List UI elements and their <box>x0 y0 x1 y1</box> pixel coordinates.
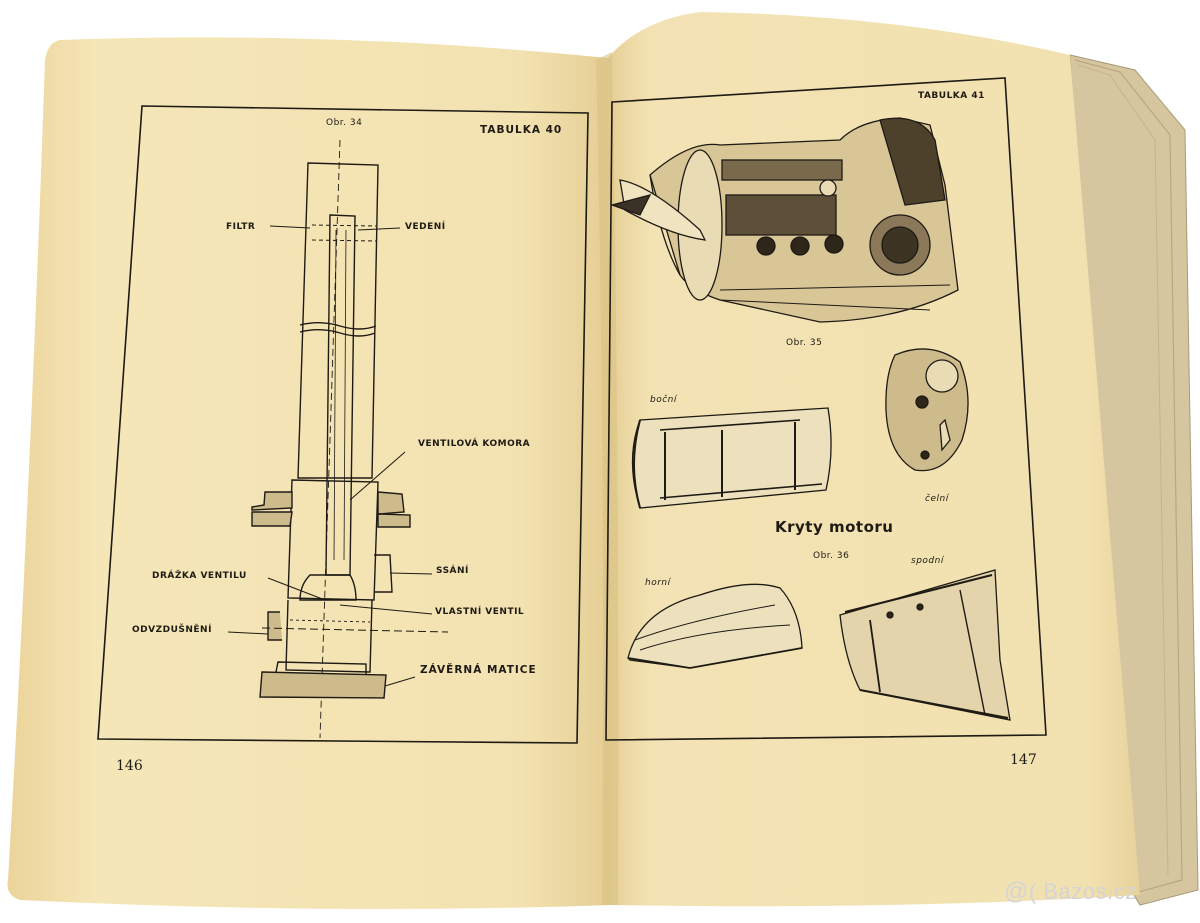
label-vlastni-ventil: VLASTNÍ VENTIL <box>435 607 525 617</box>
label-zaverna-matice: ZÁVĚRNÁ MATICE <box>420 664 537 676</box>
label-ssani: SSÁNÍ <box>436 566 469 576</box>
left-page <box>7 37 612 910</box>
front-cover-illustration <box>885 348 969 472</box>
heading-kryty-motoru: Kryty motoru <box>775 518 894 536</box>
page-number-left: 146 <box>116 758 143 774</box>
figure-36-label: Obr. 36 <box>813 551 850 561</box>
label-spodni: spodní <box>911 556 944 566</box>
watermark: @( Bazos.cz <box>1004 878 1137 906</box>
label-odvzdusneni: ODVZDUŠNĚNÍ <box>132 625 212 635</box>
label-bocni: boční <box>650 395 677 405</box>
valve-diagram <box>251 139 449 739</box>
page-number-right: 147 <box>1010 752 1037 768</box>
left-table-frame <box>97 105 589 744</box>
watermark-text: Bazos.cz <box>1043 879 1137 904</box>
label-ventilova-komora: VENTILOVÁ KOMORA <box>418 439 531 449</box>
top-cover-illustration <box>627 583 803 669</box>
bottom-cover-illustration <box>839 569 1011 721</box>
side-cover-illustration <box>631 407 832 509</box>
table-41-label: TABULKA 41 <box>918 91 985 101</box>
table-40-label: TABULKA 40 <box>480 124 563 136</box>
label-celni: čelní <box>925 494 949 504</box>
leader-lines <box>227 225 433 687</box>
label-filtr: FILTR <box>226 222 256 232</box>
figure-35-label: Obr. 35 <box>786 338 823 348</box>
right-table-frame <box>605 77 1047 741</box>
watermark-at-icon: @ <box>1004 878 1029 905</box>
watermark-bracket: ( <box>1028 879 1037 904</box>
label-vedeni: VEDENÍ <box>405 222 446 232</box>
figure-34-label: Obr. 34 <box>326 118 363 128</box>
label-drazka-ventilu: DRÁŽKA VENTILU <box>152 571 247 581</box>
label-horni: horní <box>645 578 671 588</box>
engine-illustration <box>609 117 959 323</box>
